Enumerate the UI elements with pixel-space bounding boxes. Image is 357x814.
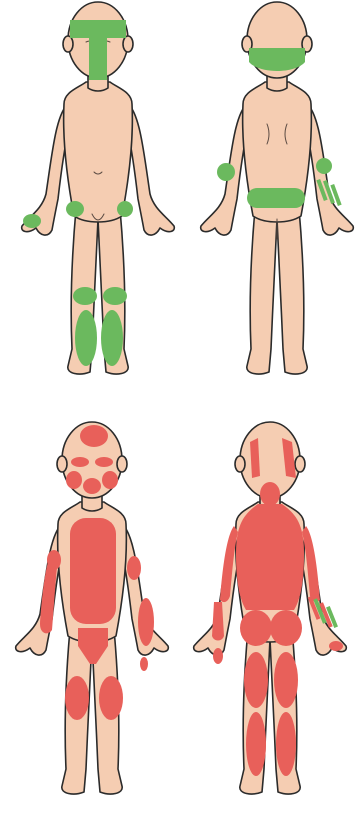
- left-hand-zone: [213, 648, 223, 664]
- right-hand-zone: [140, 657, 148, 671]
- figure-bottom-front: [16, 422, 169, 794]
- right-shin-zone: [101, 310, 123, 366]
- figure-bottom-back: [194, 422, 347, 794]
- right-elbow-zone: [316, 158, 332, 174]
- right-forearm-zone: [138, 598, 154, 646]
- crown-zone: [80, 425, 108, 447]
- figure-top-back: [201, 2, 354, 374]
- left-forearm-zone: [212, 602, 224, 641]
- mouth-chin-zone: [83, 478, 101, 494]
- figure-top-front: [22, 2, 175, 374]
- right-hand-zone: [329, 641, 343, 651]
- right-calf-zone: [276, 712, 296, 776]
- right-thigh-zone: [99, 676, 123, 720]
- right-eye-zone: [95, 457, 113, 467]
- right-hip-zone: [117, 201, 133, 217]
- left-forearm-zone: [217, 163, 235, 181]
- left-buttock-zone: [240, 610, 272, 646]
- upper-back-zone: [236, 504, 304, 610]
- right-thigh-zone: [274, 652, 298, 708]
- right-buttock-zone: [270, 610, 302, 646]
- left-hand-zone: [23, 214, 41, 228]
- left-shoulder-zone: [47, 550, 61, 570]
- right-cheek-zone: [102, 471, 118, 489]
- right-shoulder-zone: [127, 556, 141, 580]
- left-hip-zone: [66, 201, 84, 217]
- chest-abdomen-zone: [70, 518, 116, 624]
- lower-back-zone: [247, 188, 305, 208]
- left-cheek-zone: [66, 471, 82, 489]
- left-shin-zone: [75, 310, 97, 366]
- left-knee-zone: [73, 287, 97, 305]
- left-calf-zone: [246, 712, 266, 776]
- left-thigh-zone: [244, 652, 268, 708]
- right-knee-zone: [103, 287, 127, 305]
- left-thigh-zone: [65, 676, 89, 720]
- left-eye-zone: [71, 457, 89, 467]
- nape-zone: [249, 48, 305, 71]
- nape-zone: [260, 482, 280, 506]
